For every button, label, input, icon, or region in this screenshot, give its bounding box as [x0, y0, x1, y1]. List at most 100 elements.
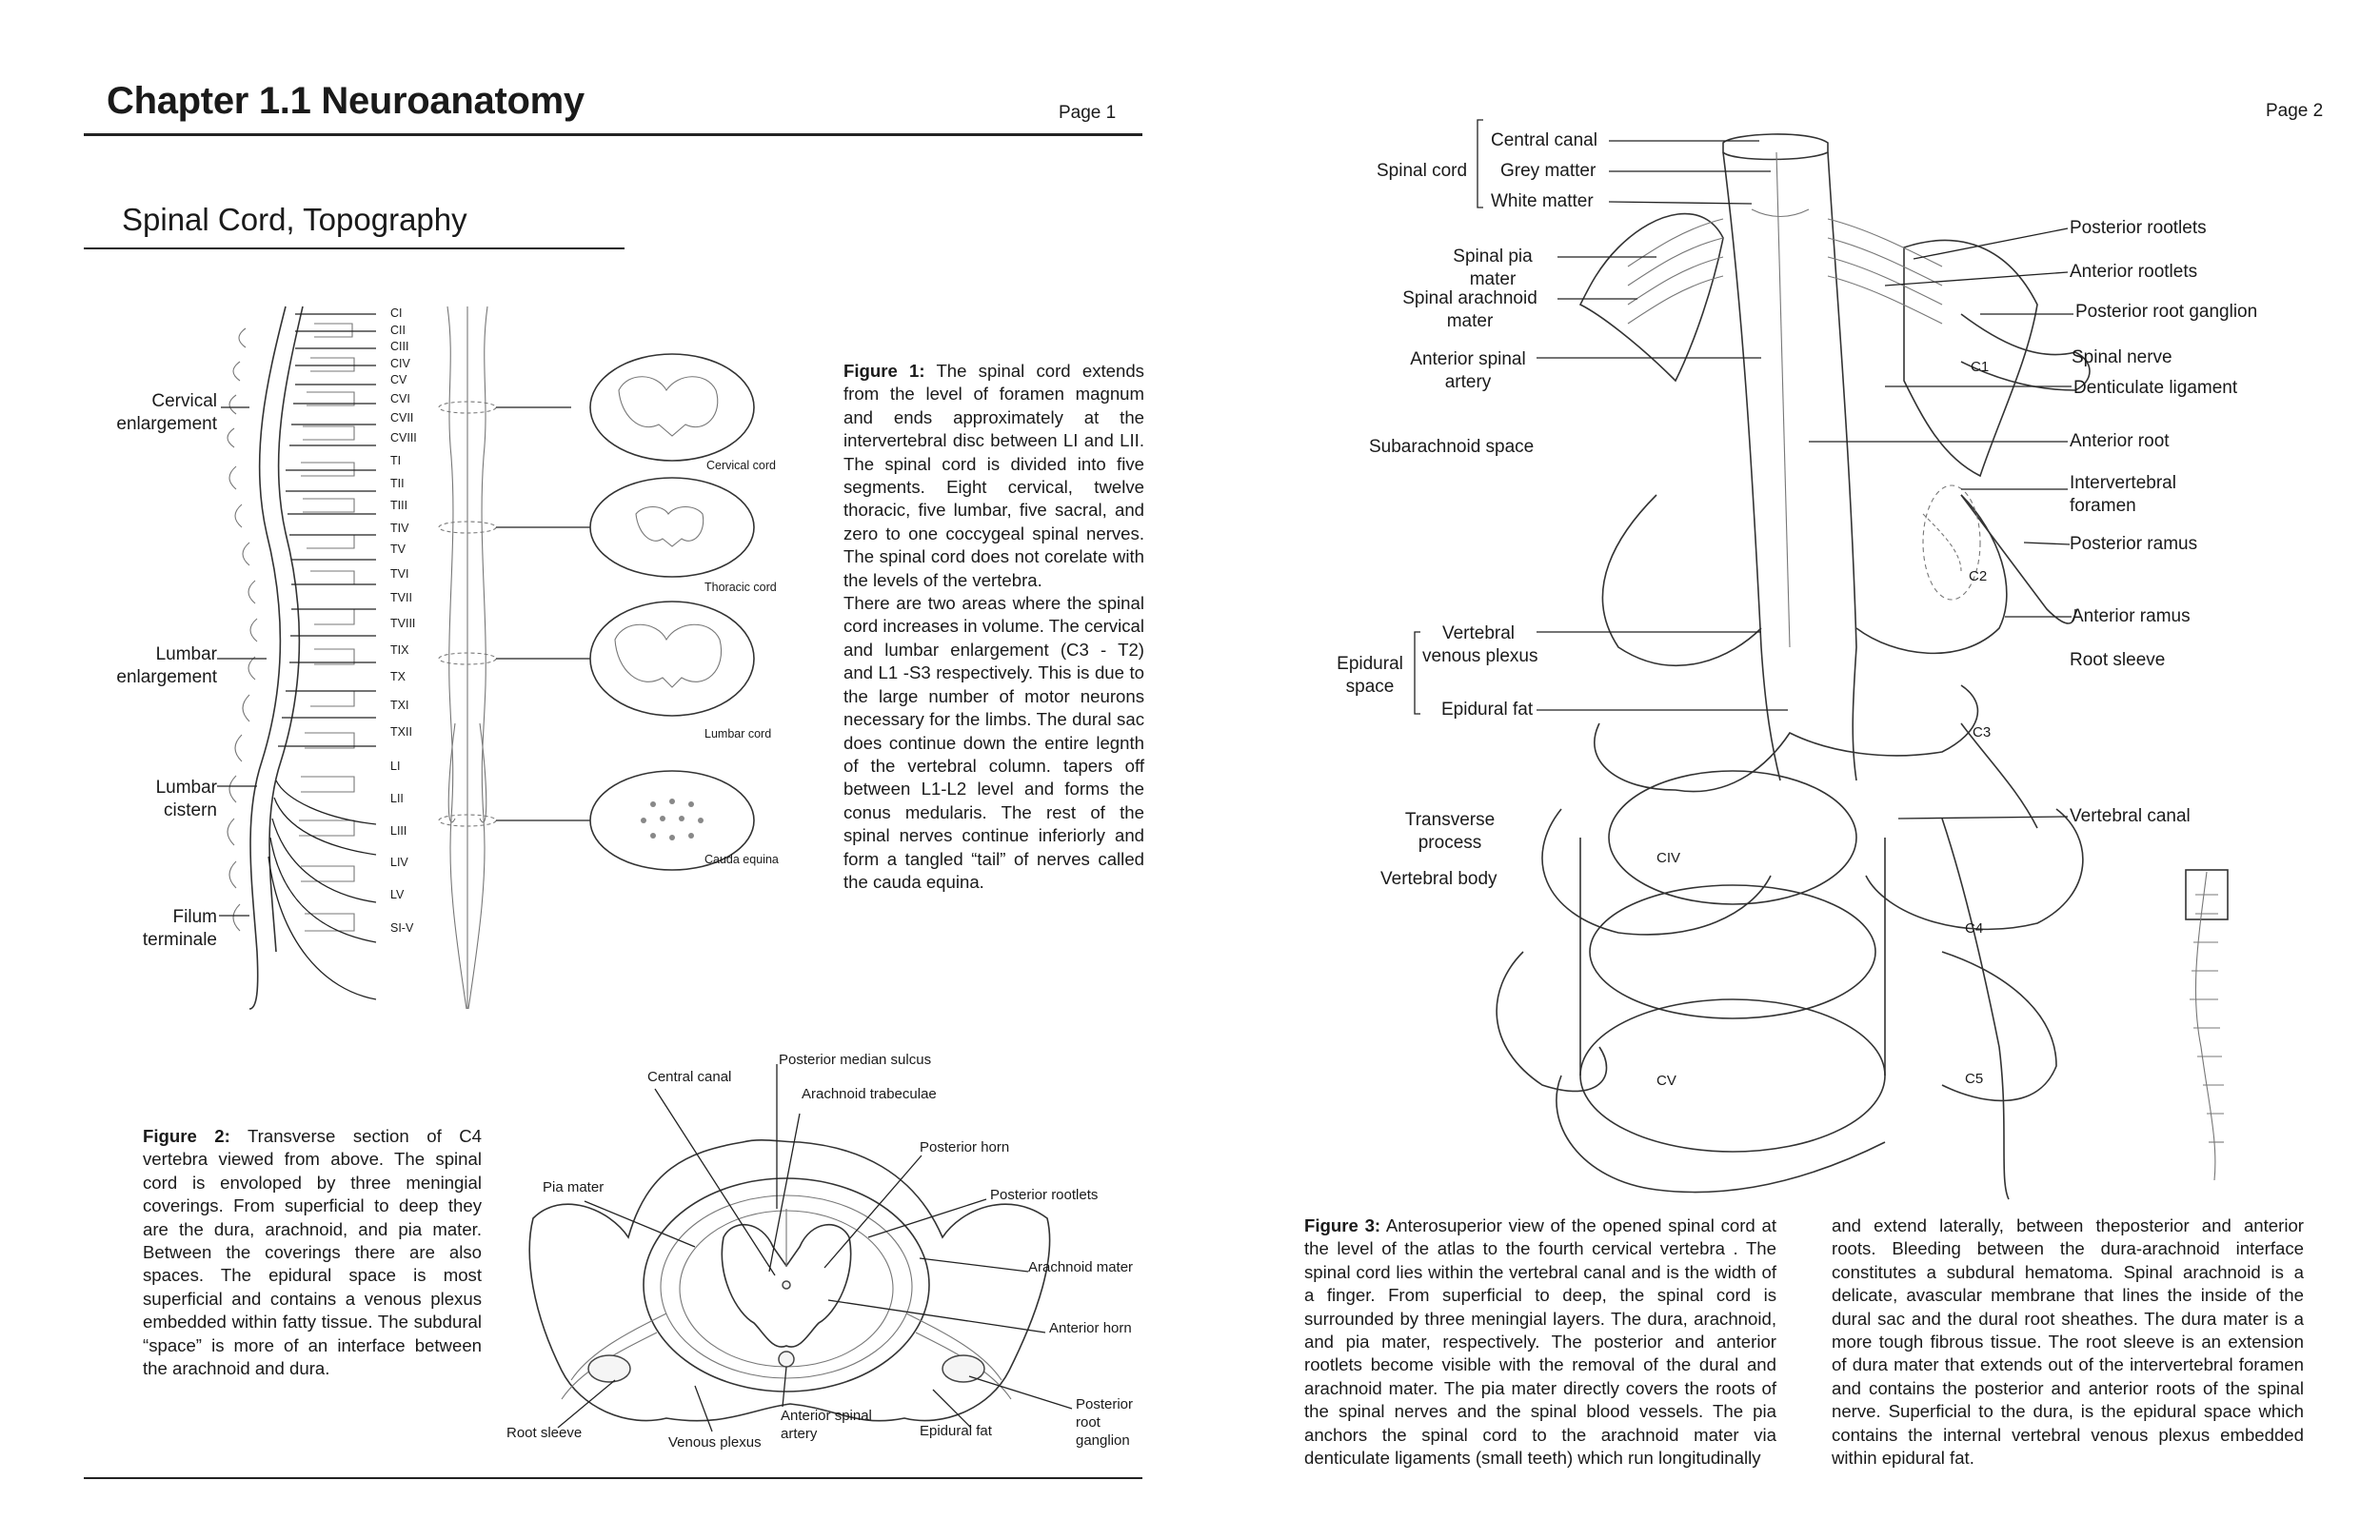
segment-label: TIII — [390, 498, 408, 512]
vertebra-label: CV — [1656, 1073, 1676, 1089]
segment-label: CIV — [390, 356, 410, 370]
figure-2-caption-label: Figure 2: — [143, 1126, 230, 1146]
segment-label: CVI — [390, 391, 410, 405]
label-anterior-ramus: Anterior ramus — [2072, 606, 2191, 626]
label-epidural-fat: Epidural fat — [920, 1423, 992, 1439]
vertebra-label: C1 — [1971, 359, 1990, 375]
segment-label: TX — [390, 670, 406, 684]
section-title: Spinal Cord, Topography — [122, 202, 467, 237]
label-root-sleeve-3: Root sleeve — [2070, 650, 2166, 670]
figure-3-caption-col2: and extend laterally, between theposteri… — [1832, 1214, 2304, 1470]
label-arachnoid-trabeculae: Arachnoid trabeculae — [802, 1086, 937, 1102]
label-posterior-rootlets: Posterior rootlets — [990, 1187, 1099, 1203]
segment-label: CI — [390, 306, 403, 320]
segment-label: CIII — [390, 340, 409, 354]
figure-1-caption: Figure 1: The spinal cord extends from t… — [843, 360, 1144, 894]
segment-label: LII — [390, 792, 404, 806]
vertebra-label: C5 — [1965, 1071, 1984, 1087]
figure-2-caption-text: Transverse section of C4 vertebra viewed… — [143, 1126, 482, 1379]
segment-label: TXI — [390, 698, 409, 712]
segment-label: LI — [390, 759, 401, 773]
vertebra-label: CIV — [1656, 850, 1681, 866]
figure-2-caption: Figure 2: Transverse section of C4 verte… — [143, 1125, 482, 1380]
segment-label: LIII — [390, 824, 407, 839]
segment-label: TI — [390, 453, 402, 467]
label-cauda-equina: Cauda equina — [704, 853, 779, 866]
label-epidural-fat-3: Epidural fat — [1441, 700, 1534, 720]
figure-1-caption-text: The spinal cord extends from the level o… — [843, 361, 1144, 590]
segment-label: SI-V — [390, 920, 414, 935]
segment-label: CVII — [390, 410, 414, 424]
label-thoracic-cord: Thoracic cord — [704, 581, 777, 594]
label-anterior-rootlets: Anterior rootlets — [2070, 262, 2198, 282]
label-venous-plexus: Venous plexus — [668, 1434, 762, 1451]
label-white-matter: White matter — [1491, 191, 1594, 211]
segment-label: CVIII — [390, 431, 417, 445]
vertebra-label: C4 — [1965, 920, 1984, 937]
label-posterior-rootlets-3: Posterior rootlets — [2070, 218, 2207, 238]
label-subarachnoid-space: Subarachnoid space — [1369, 437, 1535, 457]
figure-3-caption-label: Figure 3: — [1304, 1215, 1381, 1235]
label-arachnoid-mater: Arachnoid mater — [1028, 1259, 1134, 1275]
segment-label: TXII — [390, 725, 412, 740]
vertebra-label: C3 — [1973, 724, 1992, 740]
label-posterior-root-ganglion-3: Posterior root ganglion — [2075, 302, 2258, 322]
segment-label: LIV — [390, 855, 408, 869]
label-spinal-cord: Spinal cord — [1377, 161, 1468, 181]
label-anterior-horn: Anterior horn — [1049, 1320, 1132, 1336]
label-cervical-cord: Cervical cord — [706, 459, 776, 472]
label-lumbar-cord: Lumbar cord — [704, 727, 772, 740]
segment-label: TVII — [390, 591, 412, 605]
figure-1-caption-text-2: There are two areas where the spinal cor… — [843, 593, 1144, 892]
footer-rule-1 — [84, 1477, 1142, 1479]
label-denticulate-ligament: Denticulate ligament — [2073, 378, 2238, 398]
label-central-canal: Central canal — [647, 1069, 732, 1085]
vertebra-label: C2 — [1969, 568, 1988, 584]
label-vertebral-body: Vertebral body — [1380, 869, 1497, 889]
page-number-2: Page 2 — [2266, 101, 2324, 121]
segment-label: TIV — [390, 521, 409, 535]
header-rule-1 — [84, 133, 1142, 136]
label-posterior-median-sulcus: Posterior median sulcus — [779, 1052, 932, 1068]
label-grey-matter: Grey matter — [1500, 161, 1597, 181]
figure-3-caption-text-1: Anterosuperior view of the opened spinal… — [1304, 1215, 1777, 1469]
label-spinal-nerve: Spinal nerve — [2072, 347, 2172, 367]
segment-label: TIX — [390, 642, 409, 657]
figure-3-caption-col1: Figure 3: Anterosuperior view of the ope… — [1304, 1214, 1776, 1470]
segment-label: TV — [390, 543, 406, 557]
segment-label: TII — [390, 477, 405, 491]
segment-label: CII — [390, 323, 406, 337]
figure-3-caption-text-2: and extend laterally, between theposteri… — [1832, 1215, 2304, 1469]
segment-label: TVIII — [390, 616, 416, 630]
label-pia-mater: Pia mater — [543, 1179, 605, 1195]
segment-label: CV — [390, 373, 407, 387]
segment-label: TVI — [390, 566, 409, 581]
label-vertebral-canal: Vertebral canal — [2070, 806, 2191, 826]
segment-label-list: CI CII CIII CIV CV CVI CVII CVIII TI TII… — [390, 306, 417, 940]
label-posterior-ramus: Posterior ramus — [2070, 534, 2198, 554]
figure-1-caption-label: Figure 1: — [843, 361, 925, 381]
label-posterior-horn: Posterior horn — [920, 1139, 1010, 1155]
chapter-title: Chapter 1.1 Neuroanatomy — [107, 80, 585, 122]
label-central-canal-3: Central canal — [1491, 130, 1597, 150]
segment-label: LV — [390, 888, 405, 902]
page-number-1: Page 1 — [1059, 103, 1117, 123]
label-anterior-root: Anterior root — [2070, 431, 2170, 451]
section-rule — [84, 247, 625, 249]
